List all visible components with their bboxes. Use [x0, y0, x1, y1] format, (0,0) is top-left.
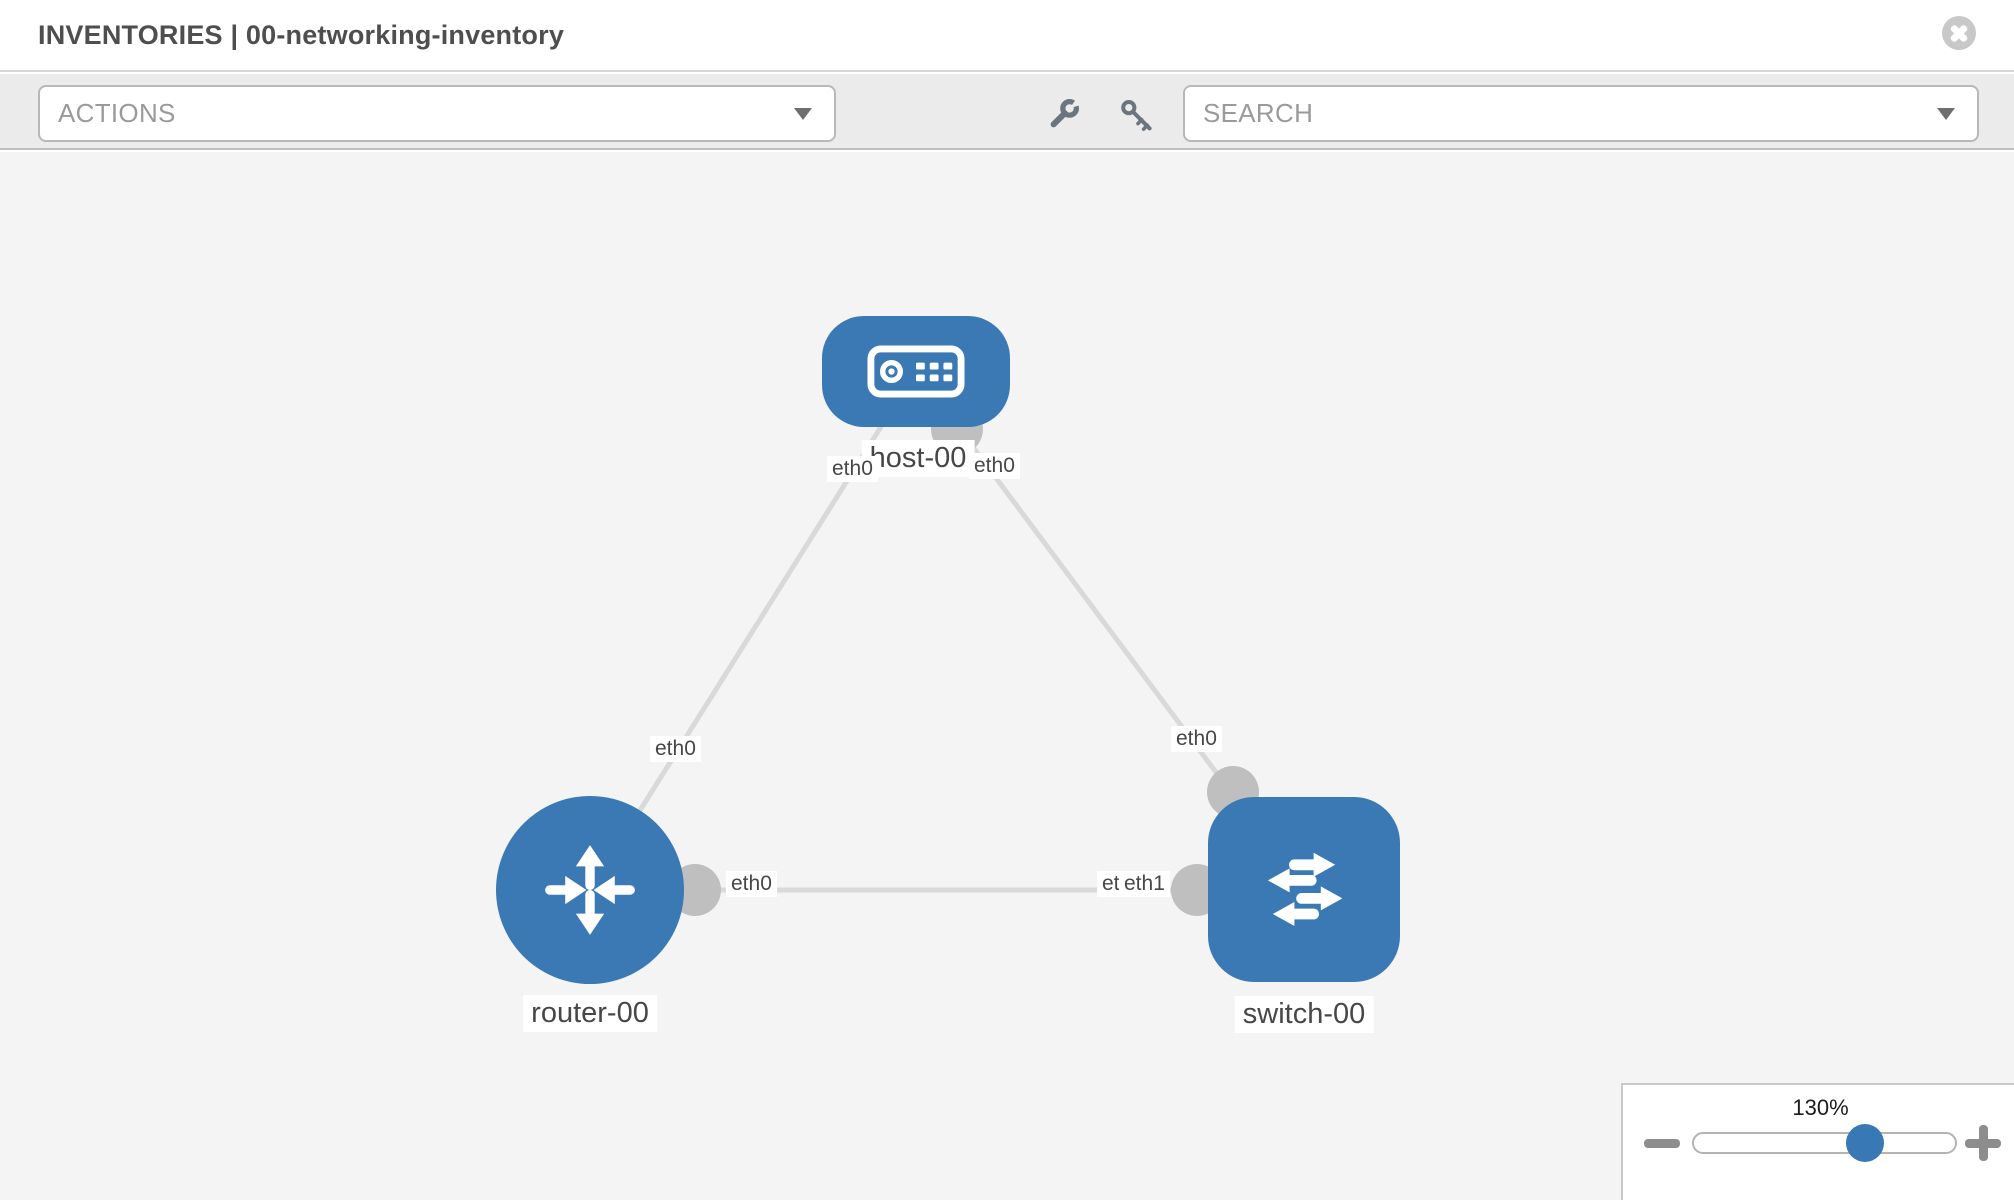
- node-host[interactable]: [822, 316, 1010, 427]
- wrench-button[interactable]: [1044, 94, 1088, 134]
- node-label-host: host-00: [861, 440, 975, 477]
- page-title: INVENTORIES | 00-networking-inventory: [38, 20, 565, 50]
- zoom-out-button[interactable]: [1640, 1121, 1684, 1165]
- chevron-down-icon: [1937, 108, 1955, 120]
- wrench-icon: [1050, 94, 1088, 128]
- close-button[interactable]: [1942, 16, 1976, 50]
- node-label-switch: switch-00: [1234, 996, 1374, 1033]
- chevron-down-icon: [794, 108, 812, 120]
- toolbar: ACTIONS SEARCH: [0, 74, 2014, 150]
- switch-icon: [1268, 852, 1343, 926]
- key-icon: [1121, 100, 1152, 131]
- actions-dropdown[interactable]: ACTIONS: [38, 85, 836, 142]
- search-dropdown[interactable]: SEARCH: [1183, 85, 1979, 142]
- topology-canvas[interactable]: host-00 router-00 switch-00 eth0 eth0 et…: [0, 152, 2014, 1200]
- if-label-host-to-switch: eth0: [969, 453, 1020, 479]
- router-icon: [545, 845, 635, 935]
- plus-icon: [1961, 1121, 2005, 1165]
- header: INVENTORIES | 00-networking-inventory: [0, 0, 2014, 72]
- node-switch[interactable]: [1208, 797, 1400, 982]
- if-label-switch-to-router: eth1: [1119, 871, 1170, 897]
- zoom-level-label: 130%: [1792, 1095, 1849, 1120]
- if-label-router-to-switch: eth0: [726, 871, 777, 897]
- zoom-slider-thumb[interactable]: [1846, 1124, 1884, 1162]
- if-label-switch-to-host: eth0: [1171, 726, 1222, 752]
- host-icon: [867, 345, 965, 398]
- zoom-panel: 130%: [1621, 1083, 2014, 1200]
- node-router[interactable]: [496, 796, 684, 984]
- actions-dropdown-label: ACTIONS: [58, 98, 176, 128]
- links-layer: [587, 369, 1307, 893]
- zoom-in-button[interactable]: [1961, 1121, 2005, 1165]
- if-label-router-to-host: eth0: [650, 736, 701, 762]
- search-dropdown-label: SEARCH: [1203, 98, 1314, 128]
- node-label-router: router-00: [523, 995, 657, 1032]
- zoom-slider-track[interactable]: [1692, 1124, 1957, 1162]
- key-button[interactable]: [1116, 94, 1156, 134]
- if-label-host-to-router: eth0: [827, 456, 878, 482]
- minus-icon: [1644, 1139, 1680, 1148]
- close-icon: [1959, 33, 1993, 67]
